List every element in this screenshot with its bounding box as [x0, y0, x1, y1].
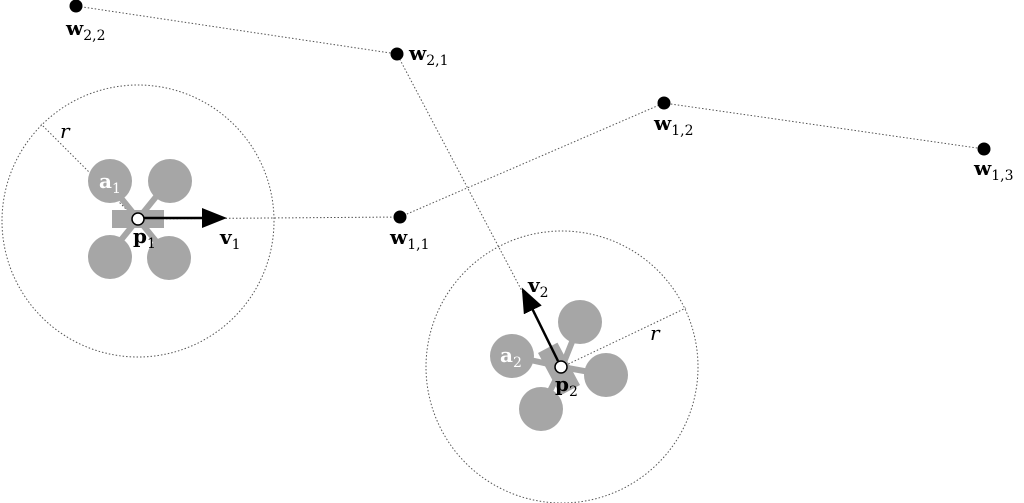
agent2-velocity-arrow: [521, 287, 560, 362]
label-w11: w1,1: [389, 225, 429, 253]
label-r2: r: [650, 321, 661, 345]
label-p2: p2: [555, 372, 578, 400]
waypoint-w12: [657, 96, 671, 110]
label-a2: a2: [500, 343, 522, 371]
label-p1: p1: [133, 224, 156, 252]
label-w12: w1,2: [653, 111, 693, 139]
agent1-safety-circle: [1, 84, 275, 358]
agent2-position-marker: [554, 360, 568, 374]
label-a1: a1: [99, 169, 121, 197]
label-r1: r: [60, 119, 71, 143]
waypoint-w13: [977, 142, 991, 156]
drone-1: [88, 159, 192, 280]
label-v1: v1: [219, 225, 241, 253]
drone-2: [490, 300, 628, 431]
waypoint-w21: [390, 47, 404, 61]
waypoint-w11: [393, 210, 407, 224]
waypoint-w22: [69, 0, 83, 13]
agent1-path: [137, 102, 985, 220]
label-w13: w1,3: [973, 156, 1013, 184]
agent2-safety-circle: [425, 230, 699, 503]
label-v2: v2: [527, 273, 549, 301]
label-w21: w2,1: [408, 41, 448, 69]
label-w22: w2,2: [65, 16, 105, 44]
